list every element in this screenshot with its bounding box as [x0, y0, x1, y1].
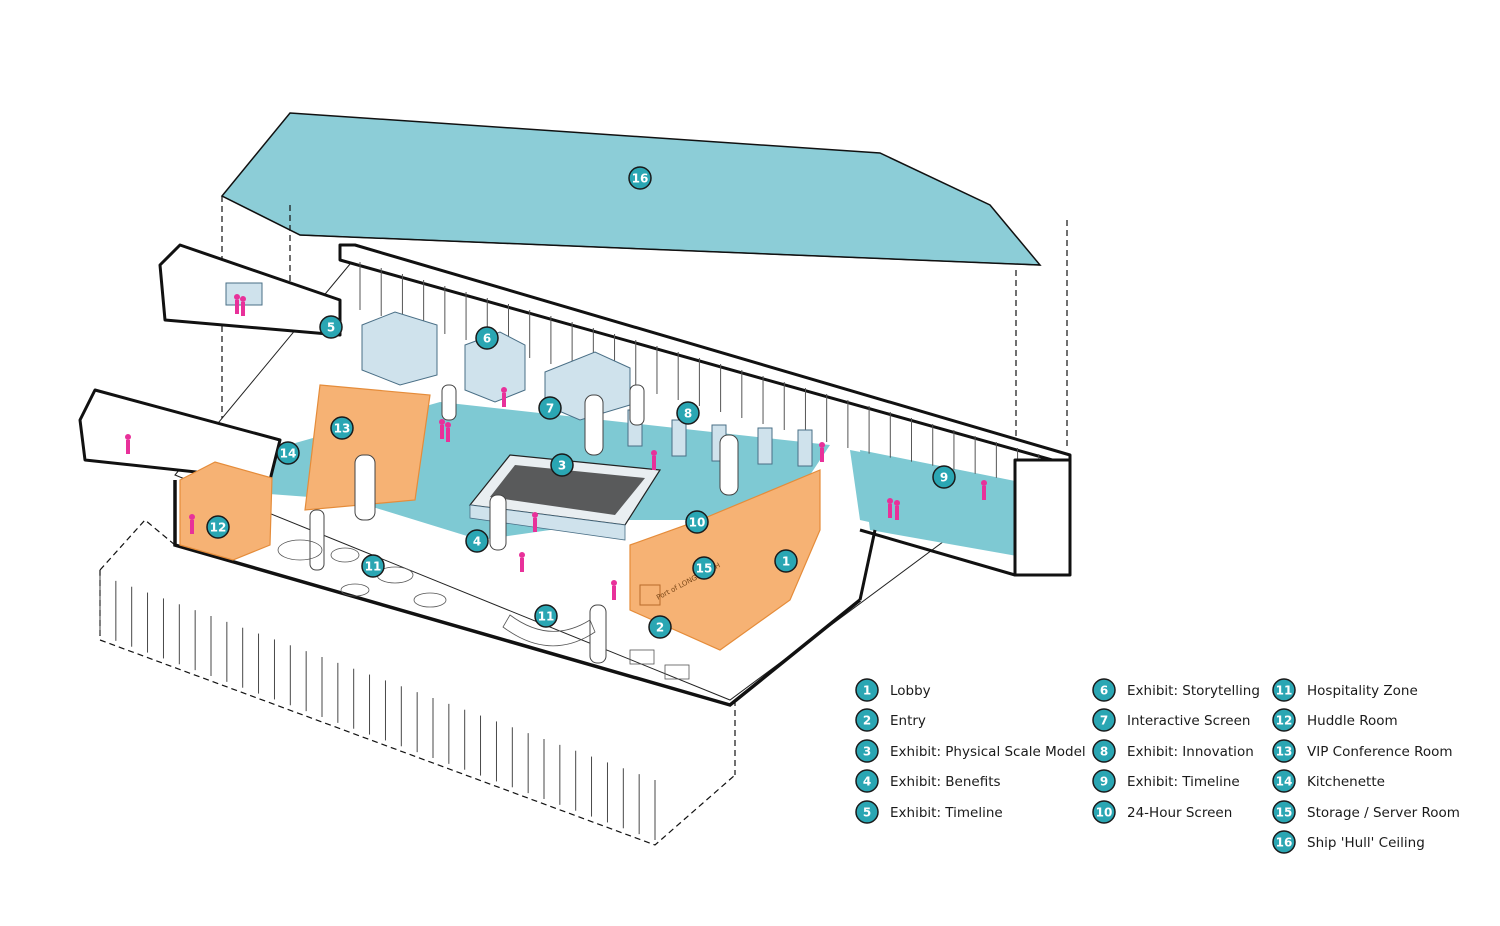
marker-number: 11 [538, 610, 555, 624]
plan-marker: 8 [676, 401, 700, 425]
columns [309, 384, 739, 664]
legend-label: Exhibit: Storytelling [1127, 683, 1260, 699]
marker-number: 8 [1100, 745, 1108, 759]
legend-marker: 6 [1092, 678, 1116, 702]
legend-marker: 10 [1092, 800, 1116, 824]
legend-marker: 11 [1272, 678, 1296, 702]
plan-marker: 7 [538, 396, 562, 420]
legend-marker: 14 [1272, 769, 1296, 793]
plan-marker: 5 [319, 315, 343, 339]
legend-label: Exhibit: Timeline [1127, 774, 1240, 790]
plan-marker: 9 [932, 465, 956, 489]
legend-marker: 9 [1092, 769, 1116, 793]
marker-number: 15 [696, 562, 713, 576]
plan-marker: 10 [685, 510, 709, 534]
marker-number: 7 [1100, 714, 1108, 728]
front-facade [99, 519, 736, 846]
legend-marker: 4 [855, 769, 879, 793]
marker-number: 5 [863, 806, 871, 820]
legend-label: Exhibit: Physical Scale Model [890, 744, 1086, 760]
hull-ceiling [220, 112, 1042, 266]
marker-number: 12 [210, 521, 227, 535]
marker-number: 9 [940, 471, 948, 485]
plan-marker: 3 [550, 453, 574, 477]
plan-marker: 1 [774, 549, 798, 573]
legend-marker: 2 [855, 708, 879, 732]
marker-number: 11 [1276, 684, 1293, 698]
marker-number: 1 [782, 555, 790, 569]
legend-label: Entry [890, 713, 926, 729]
plan-marker: 16 [628, 166, 652, 190]
marker-number: 8 [684, 407, 692, 421]
marker-number: 13 [334, 422, 351, 436]
legend-marker: 15 [1272, 800, 1296, 824]
legend-label: Hospitality Zone [1307, 683, 1418, 699]
marker-number: 16 [1276, 836, 1293, 850]
marker-number: 4 [863, 775, 871, 789]
plan-marker: 6 [475, 326, 499, 350]
marker-number: 13 [1276, 745, 1293, 759]
legend-label: Lobby [890, 683, 931, 699]
marker-number: 10 [1096, 806, 1113, 820]
right-corridor [850, 450, 1072, 577]
marker-number: 7 [546, 402, 554, 416]
legend-label: 24-Hour Screen [1127, 805, 1232, 821]
orange-rooms: Port of LONG BEACH [179, 384, 821, 651]
marker-number: 2 [863, 714, 871, 728]
marker-number: 16 [632, 172, 649, 186]
legend-marker: 16 [1272, 830, 1296, 854]
legend-label: Exhibit: Innovation [1127, 744, 1254, 760]
marker-number: 15 [1276, 806, 1293, 820]
legend-label: Huddle Room [1307, 713, 1398, 729]
marker-number: 5 [327, 321, 335, 335]
marker-number: 14 [1276, 775, 1293, 789]
marker-number: 10 [689, 516, 706, 530]
scale-model [468, 454, 662, 541]
legend-label: Exhibit: Benefits [890, 774, 1001, 790]
plan-marker: 13 [330, 416, 354, 440]
legend-marker: 8 [1092, 739, 1116, 763]
marker-number: 11 [365, 560, 382, 574]
plan-marker: 11 [534, 604, 558, 628]
legend-label: VIP Conference Room [1307, 744, 1453, 760]
legend-label: Storage / Server Room [1307, 805, 1460, 821]
plan-marker: 4 [465, 529, 489, 553]
front-wall [173, 480, 877, 707]
marker-number: 3 [863, 745, 871, 759]
furniture [277, 539, 690, 680]
plan-marker: 15 [692, 556, 716, 580]
plan-marker: 11 [361, 554, 385, 578]
legend-marker: 5 [855, 800, 879, 824]
marker-number: 14 [280, 447, 297, 461]
legend-label: Interactive Screen [1127, 713, 1250, 729]
legend-label: Exhibit: Timeline [890, 805, 1003, 821]
legend-marker: 3 [855, 739, 879, 763]
legend-marker: 1 [855, 678, 879, 702]
marker-number: 6 [1100, 684, 1108, 698]
people [125, 294, 987, 600]
plan-marker: 2 [648, 615, 672, 639]
legend: 1 Lobby 2 Entry 3 Exhibit: Physical Scale Mod… [855, 678, 1460, 854]
left-corridors [78, 243, 342, 482]
glass-exhibits [361, 311, 631, 421]
marker-number: 2 [656, 621, 664, 635]
legend-marker: 12 [1272, 708, 1296, 732]
marker-number: 12 [1276, 714, 1293, 728]
legend-label: Ship 'Hull' Ceiling [1307, 835, 1425, 851]
marker-number: 6 [483, 332, 491, 346]
legend-label: Kitchenette [1307, 774, 1385, 790]
plan-marker: 12 [206, 515, 230, 539]
plan-marker: 14 [276, 441, 300, 465]
marker-number: 4 [473, 535, 481, 549]
marker-number: 1 [863, 684, 871, 698]
legend-marker: 7 [1092, 708, 1116, 732]
marker-number: 9 [1100, 775, 1108, 789]
legend-marker: 13 [1272, 739, 1296, 763]
marker-number: 3 [558, 459, 566, 473]
